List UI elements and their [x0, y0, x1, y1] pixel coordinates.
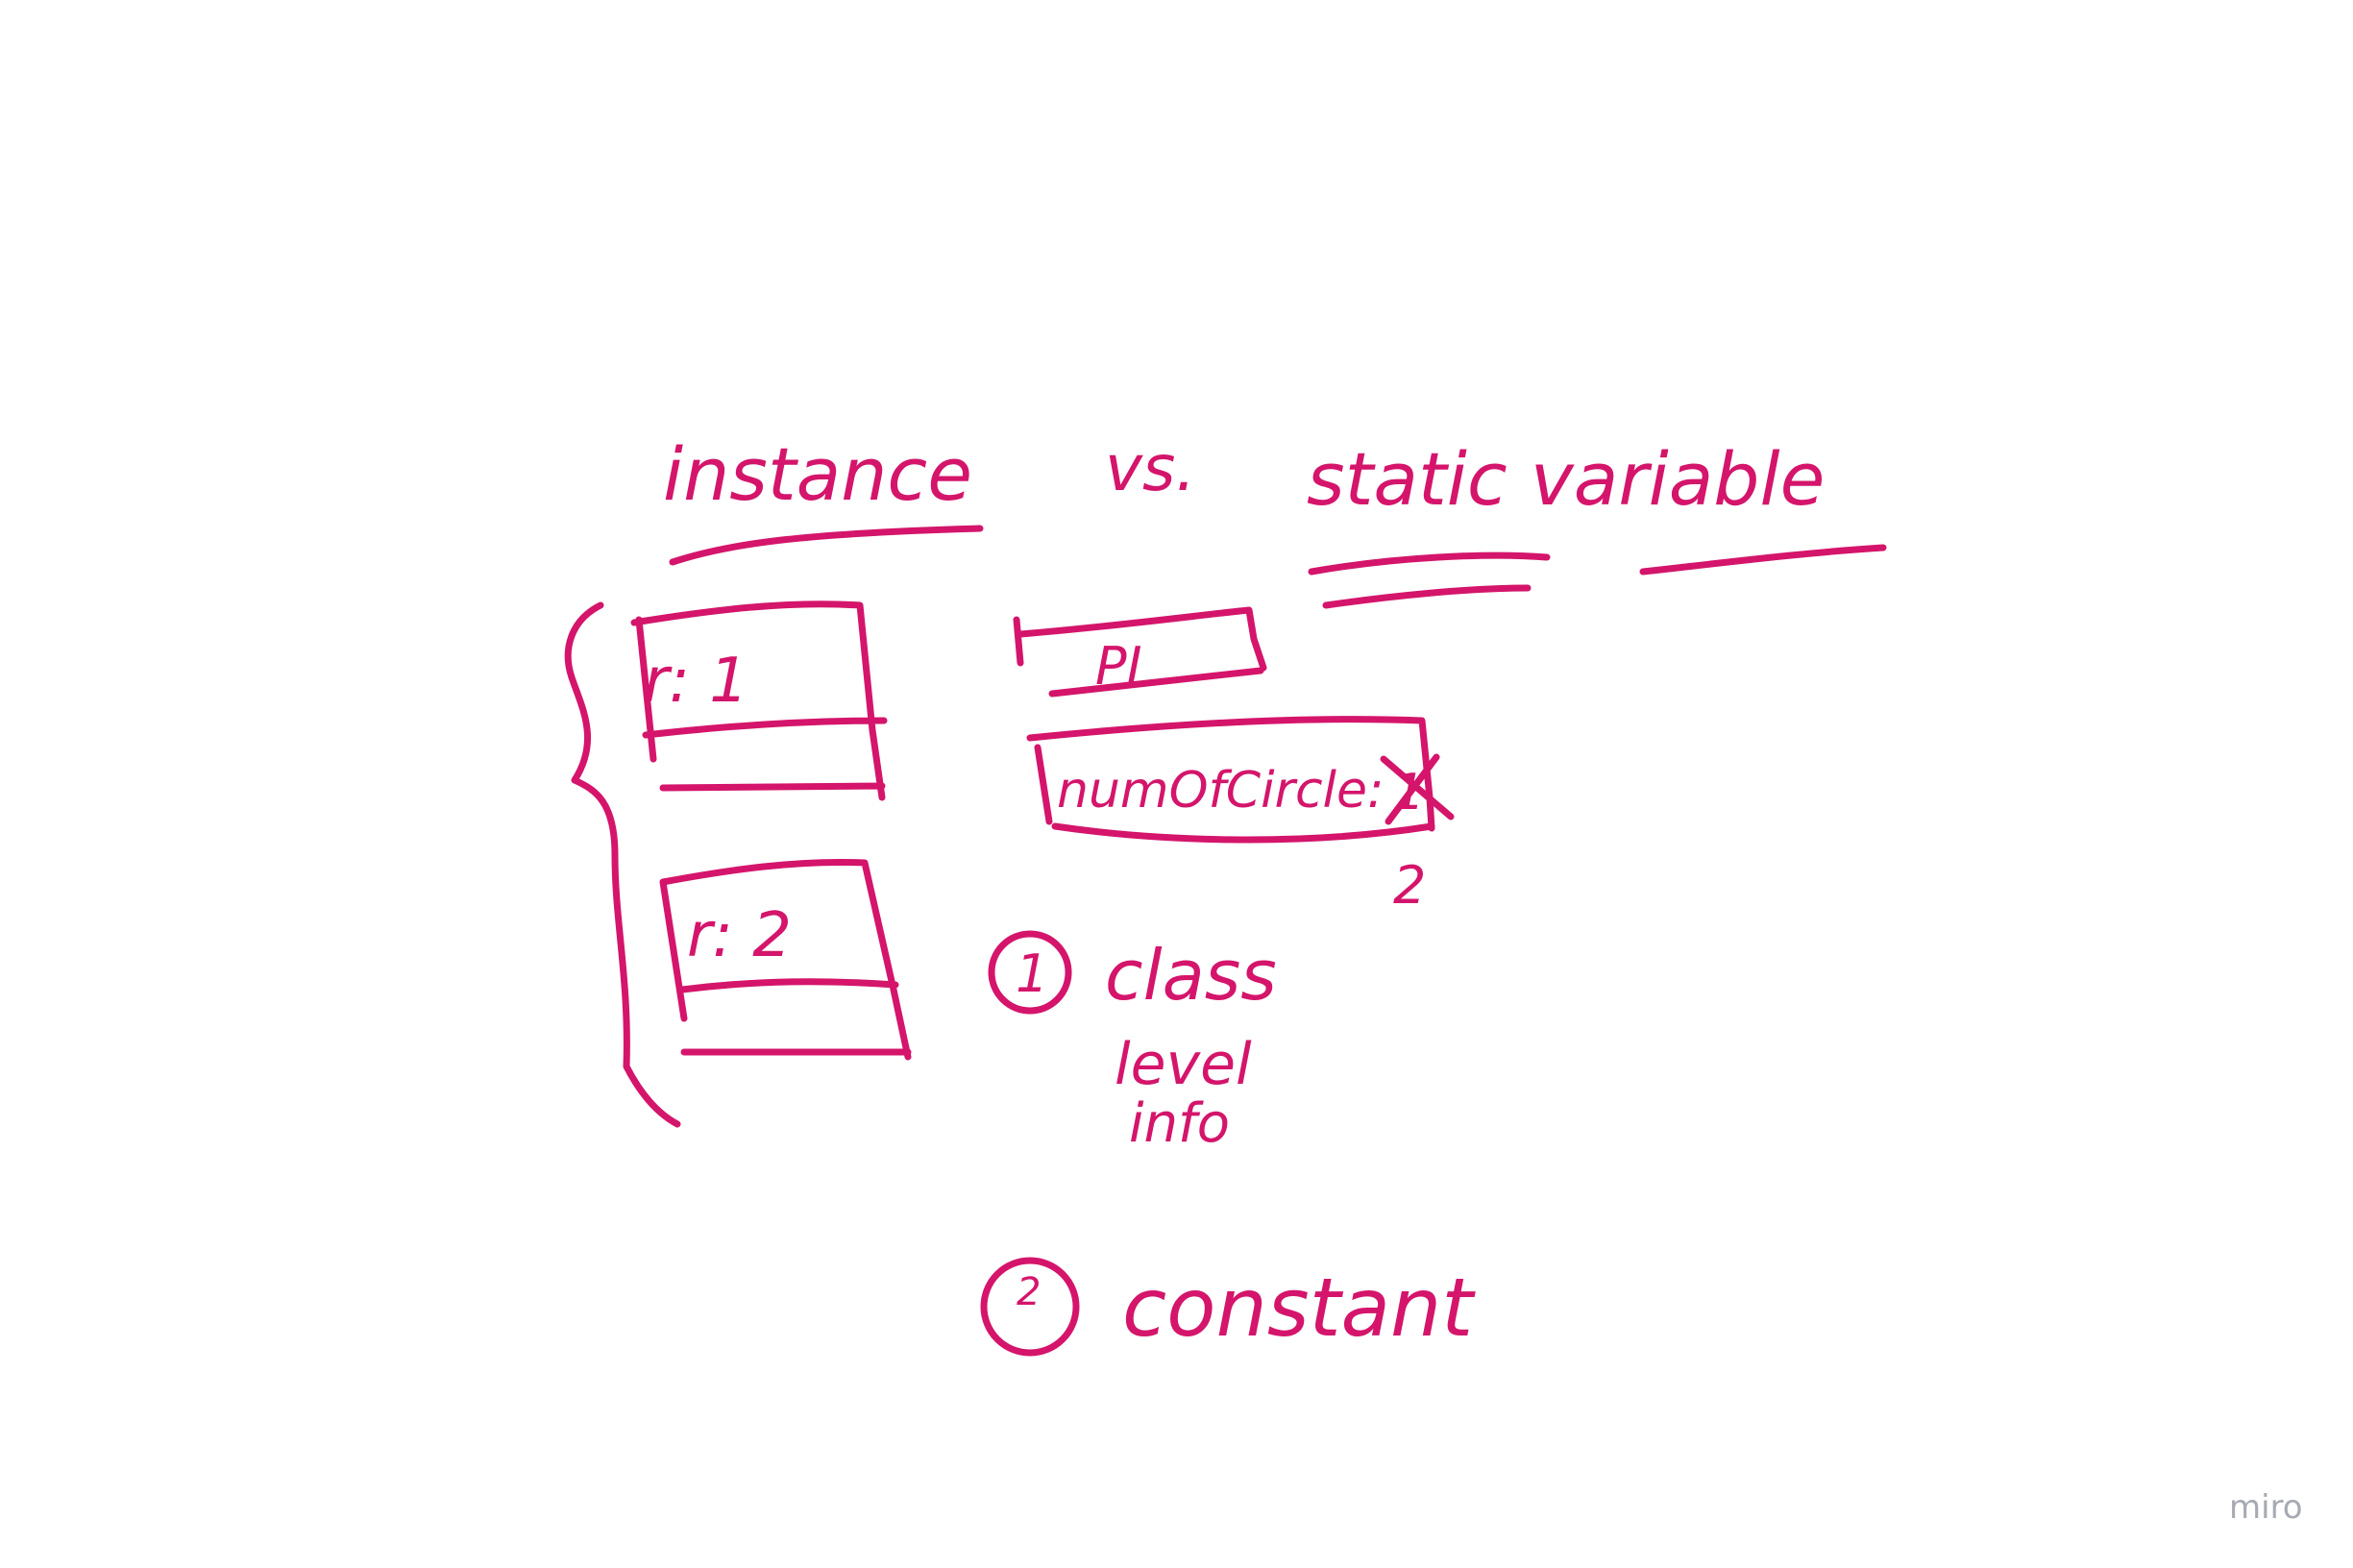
point-2-number: 2 — [1017, 1270, 1041, 1314]
title-instance: instance — [663, 431, 972, 517]
underline-instance — [669, 525, 984, 566]
static-box-counter-new-value: 2 — [1393, 855, 1426, 916]
underline-variable — [1639, 544, 1887, 576]
point-1-line-2: level — [1115, 1031, 1252, 1098]
static-box-pi-outline — [1013, 606, 1267, 698]
static-box-counter-label: numOfCircle: — [1057, 762, 1385, 820]
static-box-pi-value: PI — [1095, 636, 1142, 697]
point-2-text: constant — [1122, 1261, 1476, 1355]
title-static-variable: static variable — [1307, 436, 1825, 522]
instance-brace — [564, 601, 681, 1128]
underline-static-second — [1322, 584, 1532, 609]
point-1-line-1: class — [1105, 935, 1277, 1016]
point-2-circle — [980, 1257, 1080, 1357]
point-1-circle — [988, 930, 1072, 1015]
strike-through-mark — [1380, 753, 1455, 825]
instance-box-2-outline — [659, 858, 912, 1061]
static-box-counter-outline — [1026, 716, 1435, 844]
instance-box-1-outline — [630, 600, 888, 801]
instance-box-2-value: r: 2 — [687, 900, 792, 971]
miro-watermark: miro — [2229, 1488, 2303, 1527]
point-1-number: 1 — [1016, 943, 1048, 1004]
instance-box-1-value: r: 1 — [644, 646, 748, 717]
title-vs: vs. — [1105, 431, 1195, 505]
point-1-line-3: info — [1129, 1092, 1230, 1155]
underline-static — [1308, 551, 1551, 576]
